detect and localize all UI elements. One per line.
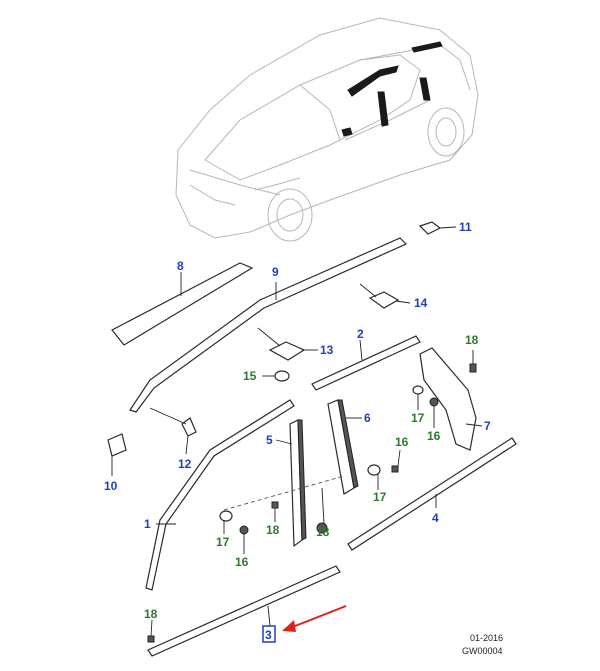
callout-9: 9	[272, 265, 279, 279]
callout-7: 7	[484, 419, 491, 433]
callout-18-centre: 18	[266, 523, 280, 537]
alignment-dash-line	[223, 475, 345, 511]
part-16-fastener-right	[429, 397, 439, 407]
part-15-fastener	[274, 370, 290, 382]
footer-code: GW00004	[462, 646, 503, 656]
part-12-clip	[181, 417, 197, 437]
callout-15: 15	[243, 369, 257, 383]
callout-4: 4	[432, 511, 439, 525]
callout-3-highlight-box	[262, 625, 276, 643]
part-17-nut-centre	[367, 464, 381, 476]
part-14-bracket	[368, 291, 400, 309]
part-11-clip	[418, 221, 442, 235]
callout-6: 6	[364, 411, 371, 425]
part-18-screw-centre	[271, 501, 279, 509]
callout-11: 11	[459, 220, 472, 234]
callout-17-right: 17	[411, 411, 425, 425]
part-10-clip	[107, 433, 127, 457]
callout-18-right: 18	[465, 333, 479, 347]
vehicle-illustration	[175, 17, 479, 242]
part-5-pillar-edge	[297, 419, 307, 541]
part-4-moulding	[347, 437, 517, 551]
part-3-moulding	[147, 565, 341, 657]
part-18-screw-pillar	[316, 522, 328, 534]
part-18-screw-right	[469, 363, 477, 373]
callout-5: 5	[266, 433, 273, 447]
part-18-screw-left	[147, 635, 155, 643]
callout-18-left: 18	[144, 607, 158, 621]
callout-16-centre: 16	[395, 435, 409, 449]
footer-date: 01-2016	[470, 633, 503, 643]
part-7-trim	[419, 347, 477, 451]
callout-13: 13	[320, 343, 334, 357]
callout-10: 10	[104, 479, 118, 493]
part-6-pillar-edge	[337, 399, 359, 489]
part-17-nut-left	[219, 510, 233, 522]
callout-16-right: 16	[427, 429, 441, 443]
part-16-fastener-left	[239, 525, 249, 535]
part-16-fastener-centre	[391, 465, 399, 473]
part-1-moulding	[145, 399, 295, 591]
callout-18-pillar: 18	[316, 525, 330, 539]
callout-16-left: 16	[235, 555, 249, 569]
callout-2: 2	[357, 327, 364, 341]
part-13-bracket	[268, 341, 306, 361]
part-8-moulding	[111, 262, 254, 346]
callout-17-left: 17	[216, 535, 230, 549]
callout-12: 12	[178, 457, 192, 471]
callout-17-centre: 17	[373, 490, 387, 504]
part-17-nut-right	[412, 385, 424, 395]
callout-3: 3	[265, 628, 272, 642]
part-9-roof-rail	[129, 237, 408, 413]
callout-14: 14	[414, 296, 428, 310]
callout-8: 8	[177, 259, 184, 273]
callout-1: 1	[144, 517, 151, 531]
highlight-arrow	[282, 605, 347, 632]
part-2-moulding	[311, 335, 421, 391]
